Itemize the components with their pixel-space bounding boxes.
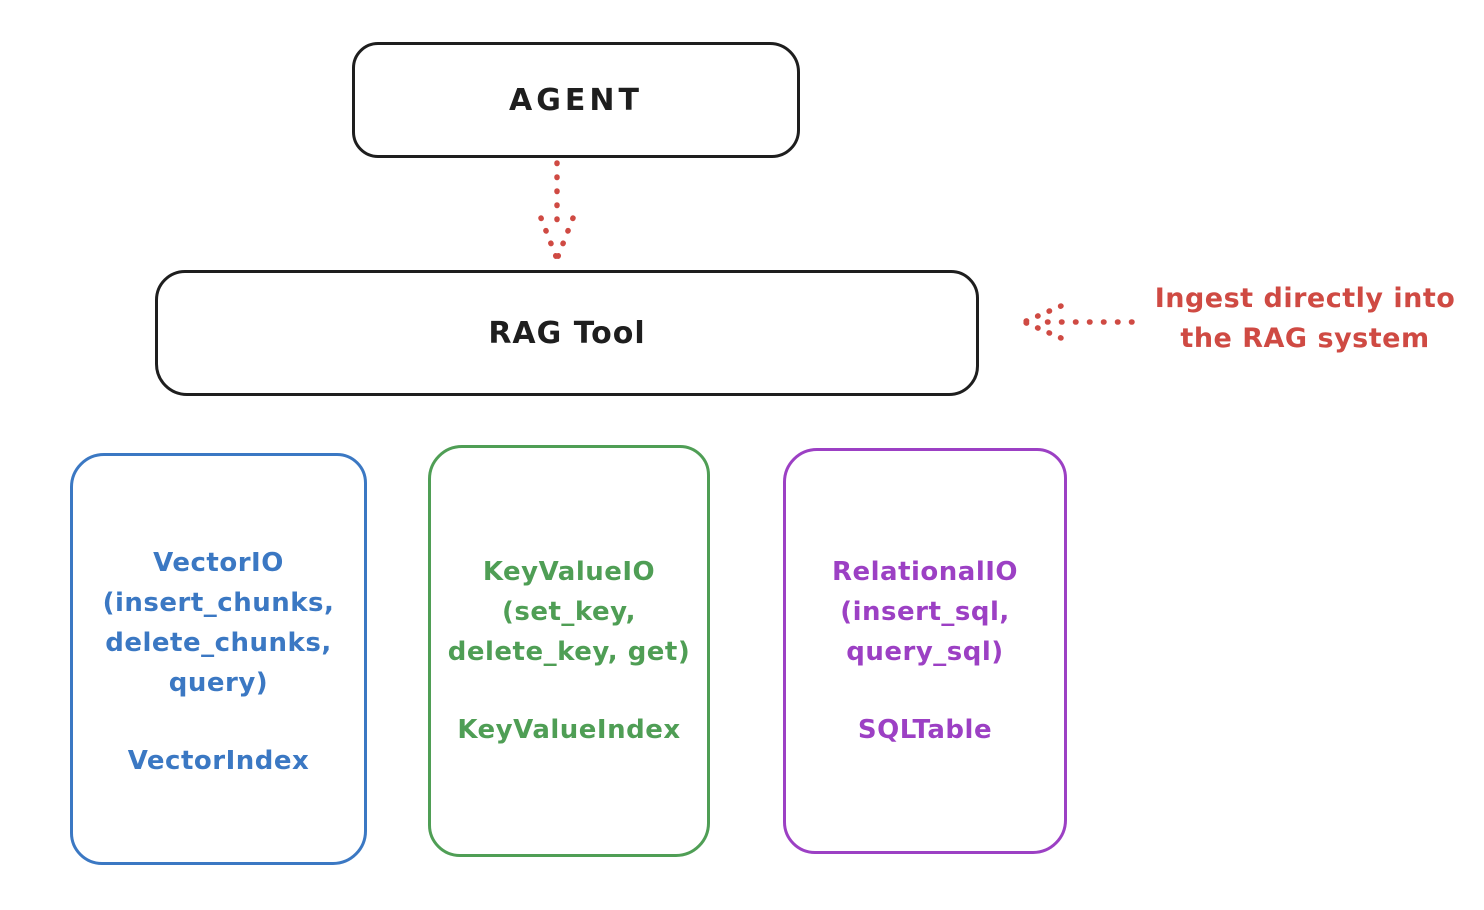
ingest-annotation: Ingest directly into the RAG system — [1135, 279, 1475, 359]
relational-io-box: RelationalIO (insert_sql, query_sql) SQL… — [783, 448, 1067, 854]
vector-io-line: delete_chunks, — [105, 628, 332, 658]
key-value-index-label: KeyValueIndex — [457, 715, 681, 745]
vector-io-line: (insert_chunks, — [102, 588, 335, 618]
ingest-annotation-line1: Ingest directly into — [1154, 283, 1456, 314]
vector-io-line: VectorIO — [153, 548, 284, 578]
rag-tool-box: RAG Tool — [155, 270, 979, 396]
agent-box: AGENT — [352, 42, 800, 158]
annotation-arrow-icon — [1021, 303, 1135, 341]
vector-io-line: query) — [168, 668, 269, 698]
sql-table-label: SQLTable — [857, 715, 993, 745]
ingest-annotation-line2: the RAG system — [1180, 323, 1430, 354]
rag-tool-label: RAG Tool — [488, 315, 646, 351]
relational-io-line: query_sql) — [846, 637, 1004, 667]
key-value-io-line: (set_key, — [502, 597, 636, 627]
agent-label: AGENT — [509, 82, 643, 118]
vector-index-label: VectorIndex — [127, 746, 310, 776]
key-value-io-line: delete_key, get) — [447, 637, 691, 667]
agent-to-rag-arrow-icon — [538, 160, 576, 262]
vector-io-box: VectorIO (insert_chunks, delete_chunks, … — [70, 453, 367, 865]
key-value-io-line: KeyValueIO — [482, 557, 656, 587]
relational-io-line: (insert_sql, — [840, 597, 1010, 627]
key-value-io-box: KeyValueIO (set_key, delete_key, get) Ke… — [428, 445, 710, 857]
relational-io-line: RelationalIO — [831, 557, 1019, 587]
